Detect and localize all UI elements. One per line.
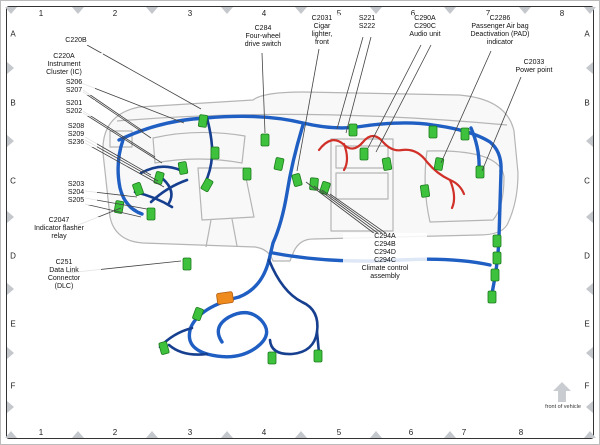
grid-label-bottom-5: 5: [336, 428, 342, 437]
grid-label-left-b: B: [10, 98, 16, 108]
callout-s221: S221 S222: [347, 15, 387, 32]
grid-label-top-6: 6: [410, 9, 416, 18]
callout-c220b: C220B: [51, 37, 101, 46]
grid-diamond-icon: [444, 7, 456, 14]
grid-label-right-c: C: [584, 176, 590, 186]
grid-label-top-3: 3: [187, 9, 193, 18]
orange-connector: [216, 291, 234, 305]
grid-label-bottom-6: 6: [408, 428, 414, 437]
callout-s201: S201 S202: [53, 100, 95, 117]
grid-diamond-icon: [72, 431, 84, 438]
grid-label-top-5: 5: [336, 9, 342, 18]
grid-label-bottom-2: 2: [112, 428, 118, 437]
grid-label-top-7: 7: [485, 9, 491, 18]
grid-label-bottom-1: 1: [38, 428, 44, 437]
grid-diamond-icon: [7, 135, 14, 147]
callout-c2286: C2286 Passenger Air bag Deactivation (PA…: [451, 15, 549, 48]
grid-label-left-c: C: [10, 176, 16, 186]
grid-diamond-icon: [5, 7, 17, 14]
front-of-vehicle-label: front of vehicle: [545, 404, 581, 410]
grid-label-left-e: E: [10, 319, 16, 329]
grid-label-left-f: F: [10, 381, 16, 391]
grid-diamond-icon: [7, 401, 14, 413]
grid-diamond-icon: [444, 431, 456, 438]
callout-s206: S206 S207: [53, 79, 95, 96]
grid-label-right-b: B: [584, 98, 590, 108]
callout-c2031: C2031 Cigar lighter, front: [297, 15, 347, 48]
callout-c251: C251 Data Link Connector (DLC): [27, 259, 101, 292]
grid-diamond-icon: [7, 347, 14, 359]
grid-diamond-icon: [370, 431, 382, 438]
grid-label-top-1: 1: [38, 9, 44, 18]
grid-label-right-a: A: [584, 29, 590, 39]
grid-label-left-a: A: [10, 29, 16, 39]
grid-diamond-icon: [586, 135, 593, 147]
grid-label-right-f: F: [584, 381, 590, 391]
callout-c2047: C2047 Indicator flasher relay: [15, 217, 103, 242]
secondary-harness: [133, 116, 321, 356]
grid-label-top-8: 8: [559, 9, 565, 18]
grid-diamond-icon: [5, 431, 17, 438]
grid-diamond-icon: [7, 211, 14, 223]
grid-label-top-2: 2: [112, 9, 118, 18]
grid-label-bottom-7: 7: [461, 428, 467, 437]
grid-diamond-icon: [295, 7, 307, 14]
grid-diamond-icon: [586, 211, 593, 223]
grid-label-bottom-8: 8: [518, 428, 524, 437]
grid-diamond-icon: [586, 401, 593, 413]
grid-label-right-e: E: [584, 319, 590, 329]
grid-diamond-icon: [146, 431, 158, 438]
grid-label-top-4: 4: [261, 9, 267, 18]
grid-diamond-icon: [221, 431, 233, 438]
callout-s203: S203 S204 S205: [55, 181, 97, 206]
callout-c284: C284 Four-wheel drive switch: [229, 25, 297, 50]
grid-label-left-d: D: [10, 251, 16, 261]
grid-label-bottom-3: 3: [187, 428, 193, 437]
green-connectors: [113, 114, 502, 365]
grid-diamond-icon: [584, 7, 596, 14]
grid-diamond-icon: [519, 7, 531, 14]
grid-label-right-d: D: [584, 251, 590, 261]
callout-s208: S208 S209 S236: [55, 123, 97, 148]
grid-diamond-icon: [221, 7, 233, 14]
grid-label-bottom-4: 4: [261, 428, 267, 437]
grid-diamond-icon: [72, 7, 84, 14]
grid-diamond-icon: [586, 283, 593, 295]
grid-diamond-icon: [7, 283, 14, 295]
dashboard-outline: [102, 91, 519, 262]
diagram-frame: [6, 6, 594, 439]
grid-diamond-icon: [7, 62, 14, 74]
grid-diamond-icon: [586, 62, 593, 74]
grid-diamond-icon: [584, 431, 596, 438]
grid-diamond-icon: [295, 431, 307, 438]
grid-diamond-icon: [146, 7, 158, 14]
grid-diamond-icon: [370, 7, 382, 14]
callout-c290a: C290A C290C Audio unit: [397, 15, 453, 40]
callout-c2033: C2033 Power point: [499, 59, 569, 76]
red-wires: [317, 134, 466, 210]
callout-c220a: C220A Instrument Cluster (IC): [25, 53, 103, 78]
callout-c294: C294A C294B C294D C294C Climate control …: [343, 233, 427, 282]
grid-diamond-icon: [586, 347, 593, 359]
